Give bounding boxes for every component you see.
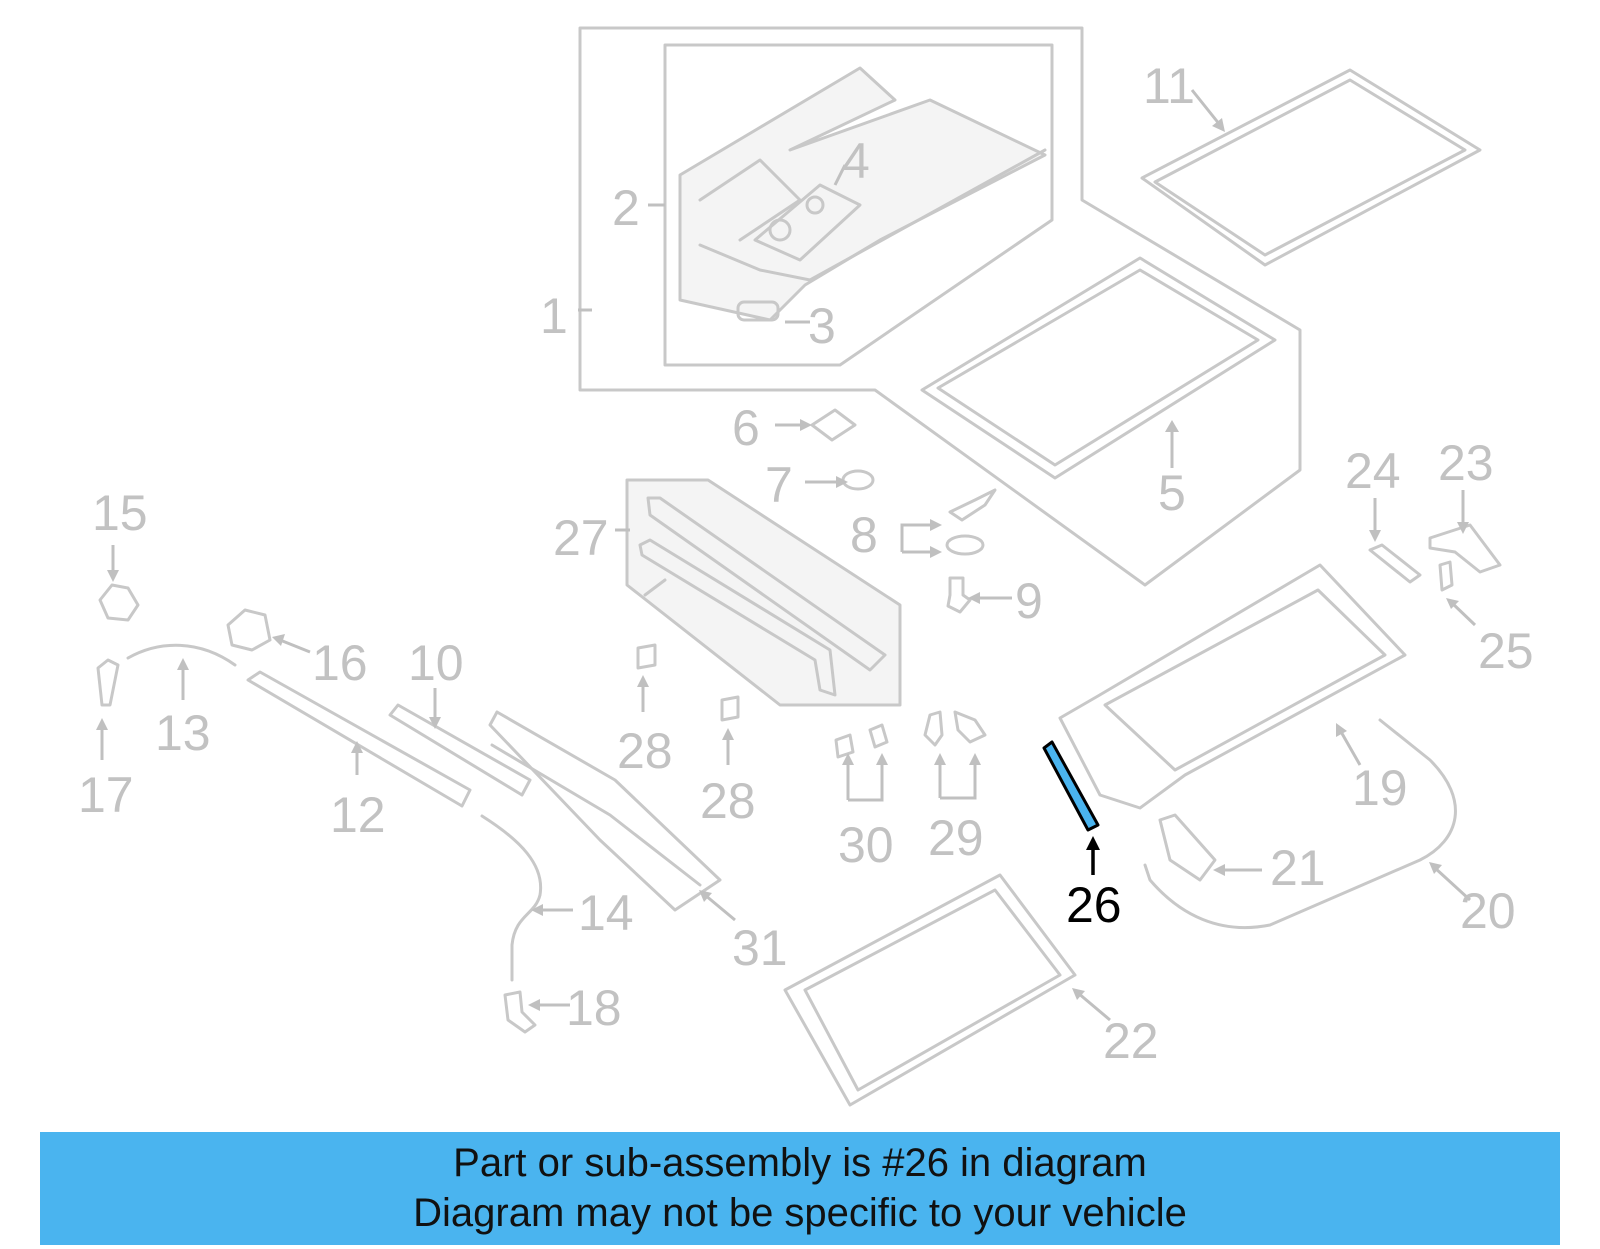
part-22-shape [783,873,1077,1107]
callout-22: 22 [1103,1013,1159,1069]
part-7-shape [841,469,875,491]
callout-31: 31 [732,920,788,976]
part-13-shape [126,643,237,667]
callout-25: 25 [1478,623,1534,679]
part-20-shape [1143,718,1457,930]
callout-28a: 28 [617,723,673,779]
leader-lines [96,89,1477,1022]
callout-29: 29 [928,810,984,866]
part-5-shape [920,256,1277,480]
part-19-shape [1058,563,1407,810]
callout-21: 21 [1270,840,1326,896]
banner-line-1: Part or sub-assembly is #26 in diagram [453,1141,1147,1185]
callout-1: 1 [540,288,568,344]
part-14-shape [480,814,543,982]
callout-6: 6 [732,400,760,456]
part-26-highlight [1042,740,1100,832]
callout-11: 11 [1143,58,1195,114]
assembly-2-outline [663,43,1054,367]
callout-14: 14 [578,885,634,941]
callout-2: 2 [612,180,640,236]
assembly-1-outline [578,26,1302,587]
part-21-shape [1158,813,1217,882]
callout-19: 19 [1352,760,1408,816]
callout-4: 4 [842,133,870,189]
part-30-shape [834,733,855,759]
callout-13: 13 [155,705,211,761]
callout-3: 3 [808,298,836,354]
callout-27: 27 [553,510,609,566]
callout-9: 9 [1015,573,1043,629]
part-28b-shape [720,695,740,722]
part-10-shape [388,703,532,797]
callout-24: 24 [1345,443,1401,499]
part-15-shape [98,583,140,622]
part-9-shape [946,576,972,614]
part-17-shape [96,658,120,707]
part-6-shape [810,408,857,442]
callout-labels: 1 2 3 4 5 6 7 8 9 10 11 12 13 14 15 16 1… [78,58,1534,1069]
part-26-arrow [1086,836,1100,850]
callout-16: 16 [312,635,368,691]
callout-28b: 28 [700,773,756,829]
parts-diagram: 1 2 3 4 5 6 7 8 9 10 11 12 13 14 15 16 1… [78,26,1534,1107]
callout-26: 26 [1066,877,1122,933]
callout-18: 18 [566,980,622,1036]
callout-8: 8 [850,507,878,563]
part-headliner [678,66,1047,322]
part-18-shape [503,990,537,1034]
part-31-shape [488,710,722,912]
part-11-shape [1140,68,1482,267]
part-8-shape [948,488,997,522]
callout-12: 12 [330,787,386,843]
callout-10: 10 [408,635,464,691]
part-28-shape [636,643,657,670]
part-25-shape [1438,560,1454,592]
info-banner: Part or sub-assembly is #26 in diagram D… [40,1132,1560,1245]
callout-23: 23 [1438,435,1494,491]
callout-17: 17 [78,767,134,823]
callout-5: 5 [1158,465,1186,521]
part-3-shape [736,300,780,322]
banner-line-2: Diagram may not be specific to your vehi… [413,1191,1187,1235]
assembly-27-outline [625,478,902,707]
part-29-shape [923,710,944,747]
callout-15: 15 [92,485,148,541]
callout-7: 7 [765,457,793,513]
part-24-shape [1368,543,1422,584]
part-12-shape [246,670,472,808]
callout-20: 20 [1460,883,1516,939]
callout-30: 30 [838,817,894,873]
part-16-shape [226,608,272,652]
part-23-shape [1428,523,1502,574]
